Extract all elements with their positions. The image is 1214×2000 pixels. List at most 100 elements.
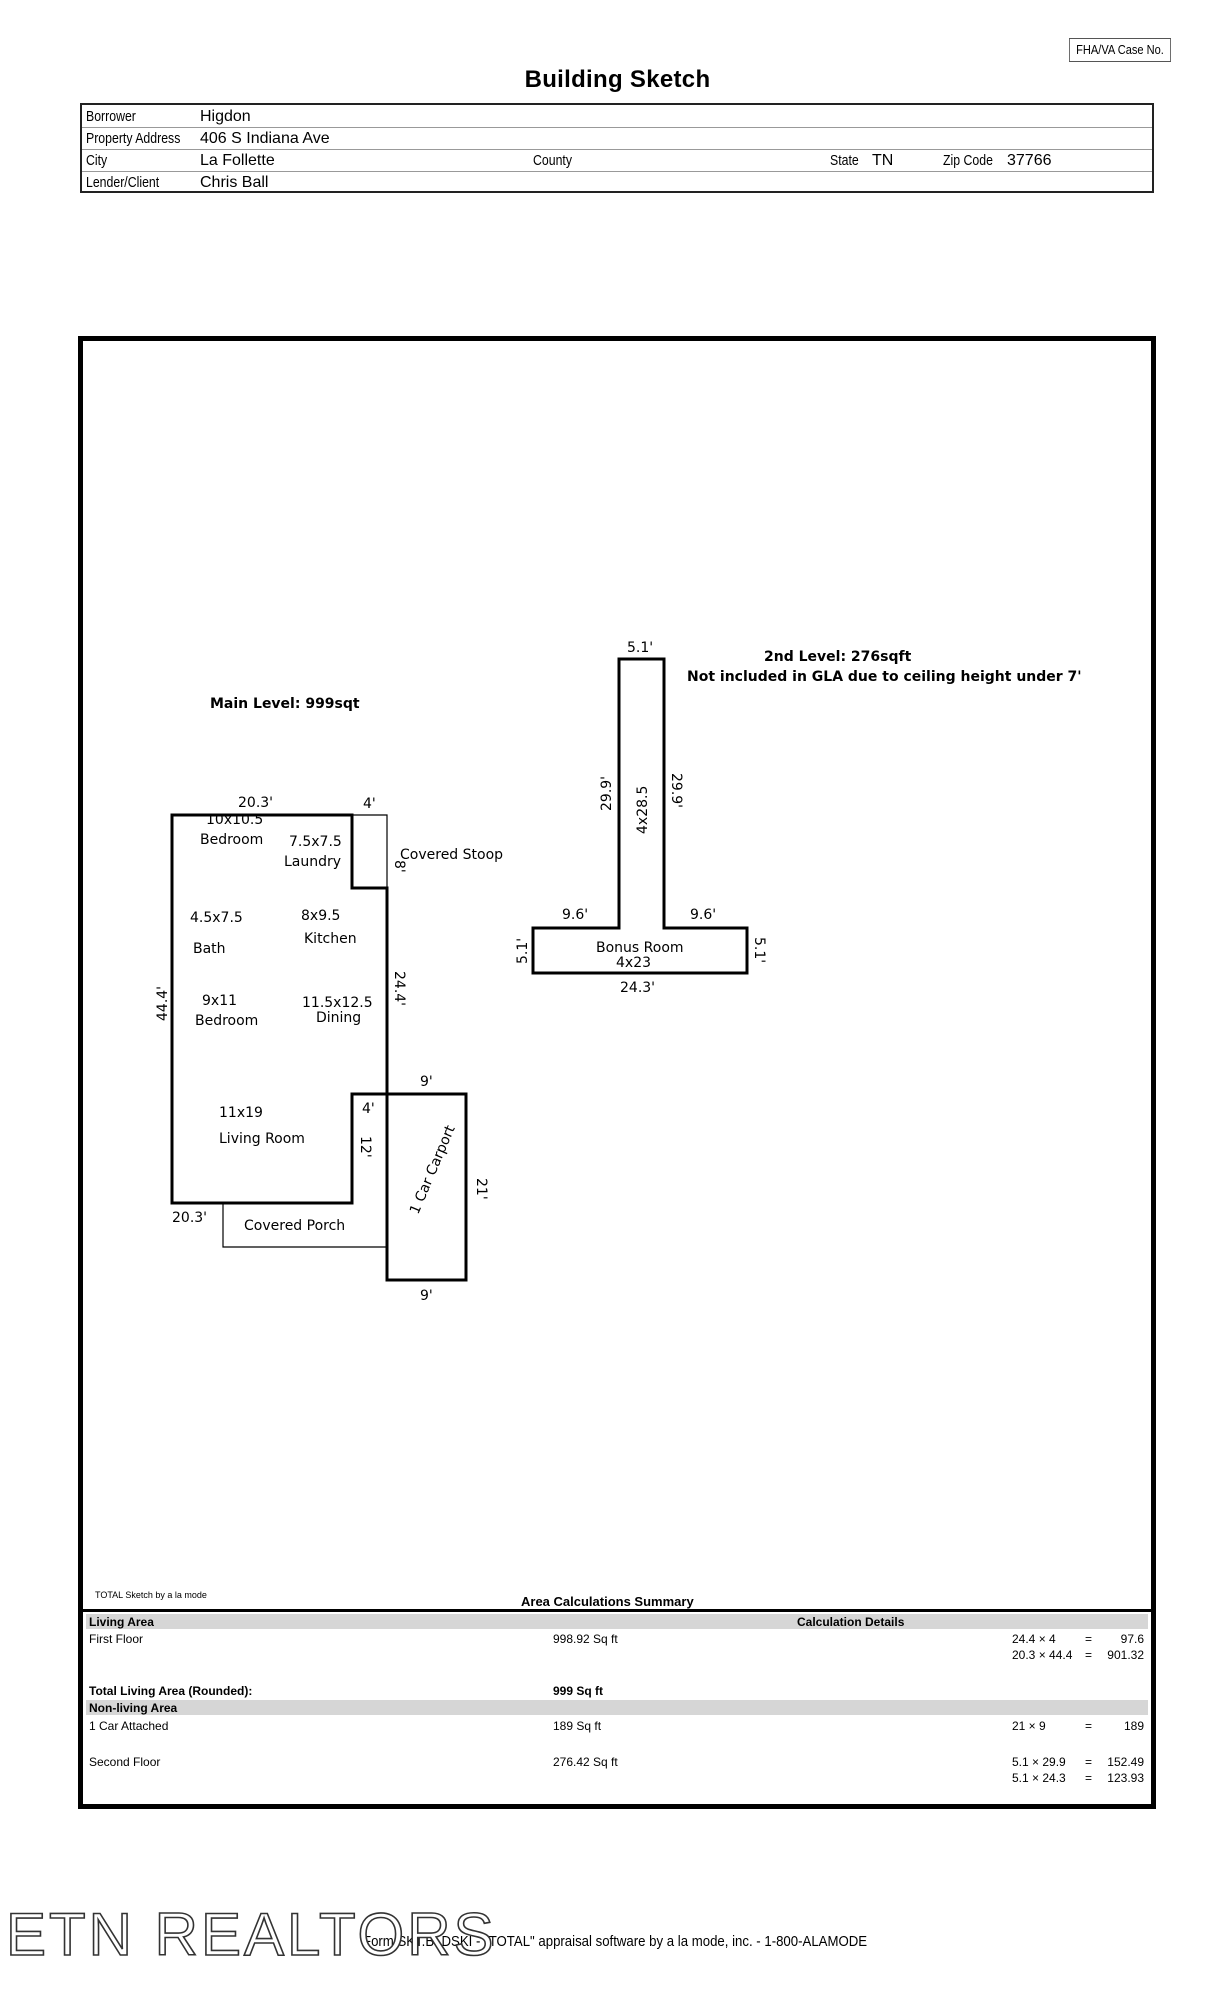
dim-bar-right: 5.1' (751, 937, 767, 963)
total-living-value: 999 Sq ft (553, 1684, 604, 1698)
case-number-box: FHA/VA Case No. (1069, 38, 1171, 62)
dim-notch-height: 12' (357, 1136, 373, 1158)
bedroom1-dim: 10x10.5 (206, 812, 263, 828)
lender-value: Chris Ball (200, 174, 269, 191)
non-living-band (86, 1700, 1148, 1715)
zip-label: Zip Code (943, 152, 993, 169)
dim-bottom-width: 20.3' (172, 1210, 207, 1226)
address-value: 406 S Indiana Ave (200, 130, 330, 147)
total-living-label: Total Living Area (Rounded): (89, 1684, 253, 1698)
laundry-label: Laundry (284, 854, 341, 870)
bedroom1-label: Bedroom (200, 832, 263, 848)
first-floor-label: First Floor (89, 1632, 143, 1646)
city-row: City La Follette County State TN Zip Cod… (82, 149, 1152, 172)
borrower-value: Higdon (200, 108, 251, 125)
kitchen-label: Kitchen (304, 931, 357, 947)
living-area-band (86, 1614, 1148, 1629)
sketch-credit: TOTAL Sketch by a la mode (95, 1590, 207, 1600)
dim-carport-bottom: 9' (420, 1288, 433, 1304)
covered-stoop-outline (352, 814, 388, 888)
first-floor-value: 998.92 Sq ft (553, 1632, 618, 1646)
dim-carport-top: 9' (420, 1074, 433, 1090)
bath-dim: 4.5x7.5 (190, 910, 243, 926)
carport-area-label: 1 Car Attached (89, 1719, 169, 1733)
property-info-table: Borrower Higdon Property Address 406 S I… (80, 103, 1154, 193)
dim-wing-left: 9.6' (562, 907, 588, 923)
second-level-caption: 2nd Level: 276sqft (764, 649, 912, 665)
dining-label: Dining (316, 1010, 361, 1026)
address-row: Property Address 406 S Indiana Ave (82, 127, 1152, 150)
form-footer: Form SKT.BLDSKI - "TOTAL" appraisal soft… (363, 1933, 868, 1950)
second-calc-expr-2: 5.1 × 24.3 (1012, 1771, 1066, 1785)
state-value: TN (872, 152, 894, 169)
bonus-room-dim: 4x23 (616, 955, 651, 971)
dim-right-side: 24.4' (391, 971, 407, 1006)
kitchen-dim: 8x9.5 (301, 908, 340, 924)
first-calc-eq-2: = (1085, 1648, 1093, 1662)
second-level-outline (531, 657, 749, 975)
dining-dim: 11.5x12.5 (302, 995, 373, 1011)
laundry-dim: 7.5x7.5 (289, 834, 342, 850)
dim-bar-bottom: 24.3' (620, 980, 655, 996)
borrower-row: Borrower Higdon (82, 105, 1152, 128)
carport-outline (385, 1092, 468, 1282)
bath-label: Bath (193, 941, 226, 957)
first-calc-result-1: 97.6 (1120, 1632, 1144, 1646)
second-calc-result-1: 152.49 (1107, 1755, 1144, 1769)
dim-stem-top: 5.1' (627, 640, 653, 656)
carport-calc-eq: = (1085, 1719, 1093, 1733)
state-label: State (830, 152, 859, 169)
floor-plan-sketch: Main Level: 999sqt 2nd Level: 276sqft No… (155, 640, 1082, 1304)
dim-top-width: 20.3' (238, 795, 273, 811)
dim-left-side: 44.4' (155, 986, 171, 1021)
non-living-label: Non-living Area (89, 1701, 178, 1715)
living-label: Living Room (219, 1131, 305, 1147)
dim-stoop-height: 8' (391, 860, 407, 873)
carport-calc-result: 189 (1123, 1719, 1144, 1733)
living-dim: 11x19 (219, 1105, 263, 1121)
sketch-frame (78, 336, 1156, 1809)
dim-carport-side: 21' (473, 1178, 489, 1200)
second-calc-eq-2: = (1085, 1771, 1093, 1785)
second-calc-expr-1: 5.1 × 29.9 (1012, 1755, 1066, 1769)
second-floor-value: 276.42 Sq ft (553, 1755, 618, 1769)
dim-stem-left: 29.9' (599, 776, 615, 811)
covered-stoop-label: Covered Stoop (400, 847, 503, 863)
second-level-note: Not included in GLA due to ceiling heigh… (687, 669, 1082, 685)
bonus-room-label: Bonus Room (596, 940, 684, 956)
dim-stem-right: 29.9' (668, 773, 684, 808)
county-label: County (533, 152, 572, 169)
city-label: City (86, 152, 108, 169)
city-value: La Follette (200, 152, 275, 169)
second-floor-label: Second Floor (89, 1755, 161, 1769)
first-calc-result-2: 901.32 (1107, 1648, 1144, 1662)
second-calc-eq-1: = (1085, 1755, 1093, 1769)
lender-label: Lender/Client (86, 174, 160, 191)
zip-value: 37766 (1007, 152, 1052, 169)
main-level-caption: Main Level: 999sqt (210, 696, 360, 712)
dim-bar-left: 5.1' (515, 938, 531, 964)
page-title: Building Sketch (524, 66, 711, 93)
carport-calc-expr: 21 × 9 (1012, 1719, 1046, 1733)
first-calc-eq-1: = (1085, 1632, 1093, 1646)
bedroom2-dim: 9x11 (202, 993, 237, 1009)
first-calc-expr-2: 20.3 × 44.4 (1012, 1648, 1073, 1662)
address-label: Property Address (86, 130, 181, 147)
carport-label: 1 Car Carport (407, 1123, 459, 1217)
summary-title: Area Calculations Summary (521, 1594, 694, 1609)
dim-stoop-width: 4' (363, 796, 376, 812)
borrower-label: Borrower (86, 108, 136, 125)
watermark: ETN REALTORS (5, 1900, 497, 1969)
bedroom2-label: Bedroom (195, 1013, 258, 1029)
first-calc-expr-1: 24.4 × 4 (1012, 1632, 1056, 1646)
calc-details-label: Calculation Details (797, 1615, 905, 1629)
dim-notch-width: 4' (362, 1101, 375, 1117)
second-calc-result-2: 123.93 (1107, 1771, 1144, 1785)
lender-row: Lender/Client Chris Ball (82, 171, 1152, 193)
dim-wing-right: 9.6' (690, 907, 716, 923)
summary-divider (83, 1609, 1151, 1612)
carport-area-value: 189 Sq ft (553, 1719, 602, 1733)
living-area-label: Living Area (89, 1615, 154, 1629)
main-level-outline (170, 813, 468, 1282)
covered-porch-label: Covered Porch (244, 1218, 345, 1234)
